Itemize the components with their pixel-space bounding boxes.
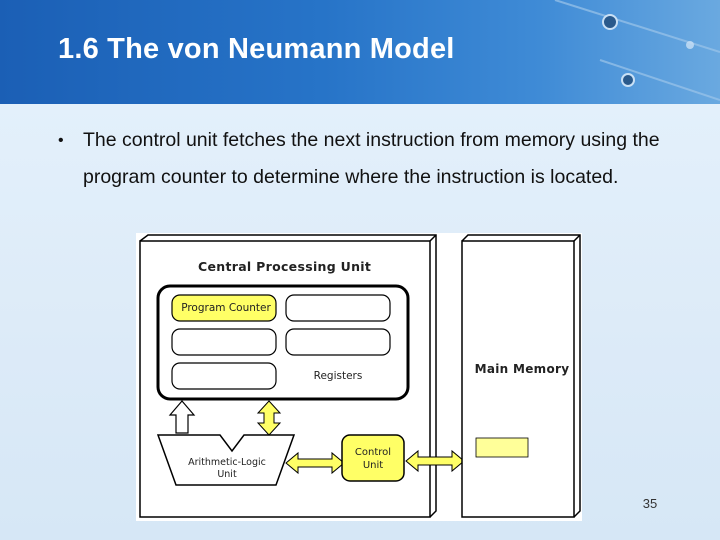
register-box	[285, 328, 391, 356]
cpu-label: Central Processing Unit	[198, 259, 372, 274]
page-number: 35	[642, 496, 658, 511]
program-counter-label: Program Counter	[181, 302, 271, 314]
register-box	[285, 294, 391, 322]
bullet-text: The control unit fetches the next instru…	[83, 129, 660, 188]
memory-cell-highlight	[475, 437, 529, 458]
slide-title: 1.6 The von Neumann Model	[58, 33, 455, 65]
bullet-marker: •	[58, 132, 64, 149]
control-unit-box	[341, 434, 405, 482]
bullet-point: • The control unit fetches the next inst…	[58, 122, 688, 196]
control-unit-label: Control Unit	[354, 447, 392, 471]
von-neumann-diagram: Central Processing Unit Program Counter …	[136, 233, 582, 521]
main-memory-box	[461, 234, 581, 518]
register-box	[171, 328, 277, 356]
diagram-graphics	[139, 234, 581, 518]
decorative-background-icon	[554, 0, 720, 101]
main-memory-label: Main Memory	[474, 362, 570, 376]
register-box	[171, 362, 277, 390]
alu-label: Arithmetic-Logic Unit	[188, 457, 266, 480]
program-counter-box	[171, 294, 277, 322]
control-memory-arrow-icon	[405, 449, 465, 473]
alu-to-registers-arrow-icon	[168, 400, 196, 434]
title-band: 1.6 The von Neumann Model	[0, 0, 720, 104]
alu-shape	[156, 434, 296, 486]
registers-label: Registers	[313, 370, 363, 382]
